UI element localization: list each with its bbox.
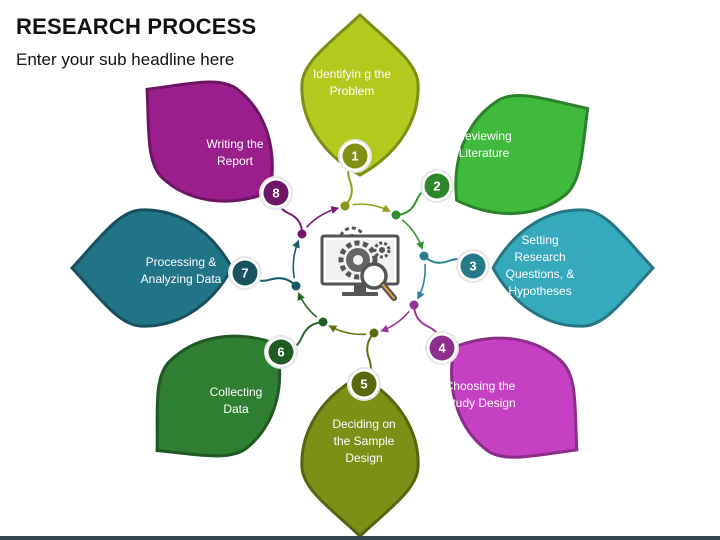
ring-arrow-7 [292,239,300,279]
step-3-petal [491,208,656,328]
gear-magnifier-monitor-icon [320,226,400,301]
step-1-label: Identifyin g the Problem [312,67,392,98]
ring-dot-7 [291,281,301,291]
ring-arrow-6 [297,292,318,318]
step-7-badge: 7 [228,256,262,290]
step-2-label: Reviewing Literature [456,129,512,160]
footer-bar [0,536,720,540]
step-2-badge: 2 [420,169,454,203]
step-5-number: 5 [360,377,367,392]
step-2-number: 2 [433,179,440,194]
step-4-label: Choosing the Study Design [444,379,516,410]
ring-arrow-5 [328,325,367,336]
step-6-badge: 6 [264,335,298,369]
step-6-petal [155,334,282,458]
ring-dot-3 [419,251,429,261]
page-title: RESEARCH PROCESS [16,14,257,39]
ring-dot-4 [409,300,419,310]
step-8-petal [145,80,274,203]
step-1-badge: 1 [338,139,372,173]
ring-arrow-3 [417,263,426,300]
ring-arrow-2 [401,219,424,250]
step-6-number: 6 [277,345,284,360]
page-subtitle: Enter your sub headline here [16,50,235,69]
step-5-badge: 5 [347,367,381,401]
step-1-number: 1 [351,149,358,164]
ring-dot-5 [369,328,379,338]
ring-dot-6 [318,317,328,327]
step-5-label: Deciding on the Sample Design [332,417,396,465]
ring-dot-8 [297,229,307,239]
step-8-label: Writing the Report [206,137,264,168]
ring-arrow-4 [380,310,410,333]
step-3-badge: 3 [456,249,490,283]
step-8-badge: 8 [259,176,293,210]
step-3-label: Setting Research Questions, & Hypotheses [505,233,575,298]
step-8-number: 8 [272,186,279,201]
step-3-number: 3 [469,259,476,274]
step-6-label: Collecting Data [209,385,263,416]
ring-dot-2 [391,210,401,220]
step-2-petal [454,93,590,216]
step-1-petal [300,12,420,177]
step-7-petal [69,208,234,328]
ring-arrow-1 [352,203,391,212]
step-4-number: 4 [438,341,446,356]
step-7-number: 7 [241,266,248,281]
ring-arrow-8 [305,206,340,228]
step-4-badge: 4 [425,331,459,365]
ring-dot-1 [340,201,350,211]
step-7-label: Processing & Analyzing Data [140,255,222,286]
step-4-petal [450,336,579,459]
